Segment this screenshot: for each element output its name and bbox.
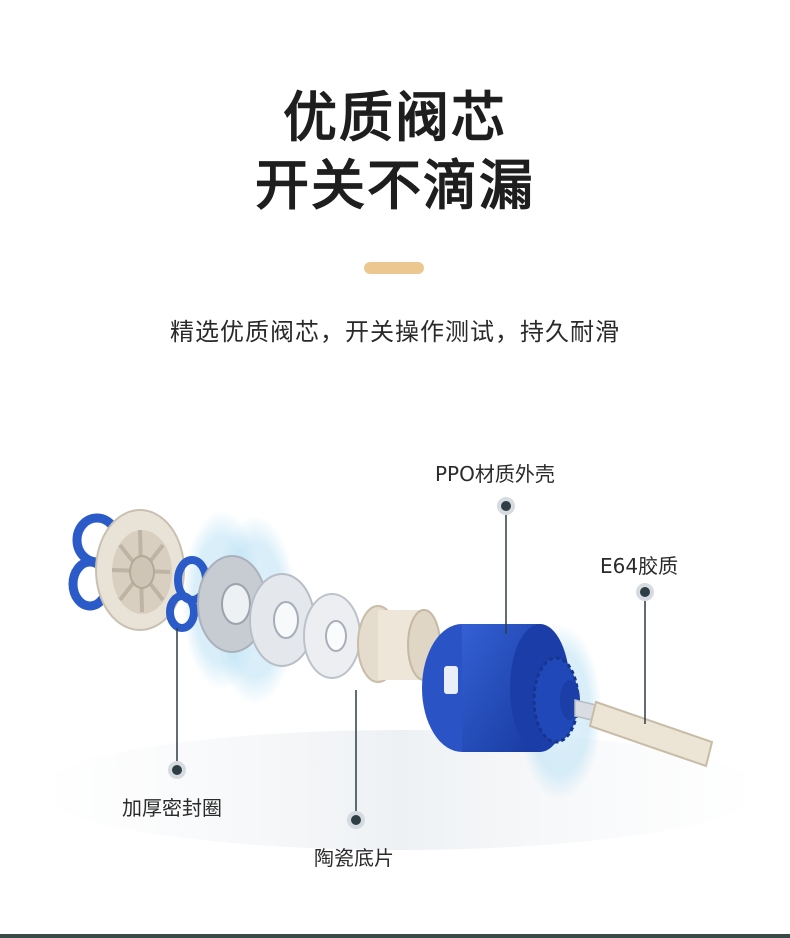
callout-ppo-housing: PPO材质外壳 — [435, 462, 555, 486]
pointer-e64-dot — [636, 583, 654, 601]
callout-seal-ring: 加厚密封圈 — [122, 796, 222, 820]
ceramic-plate-2 — [249, 573, 315, 667]
pointer-seal-dot — [168, 761, 186, 779]
ceramic-plate-1 — [197, 555, 267, 653]
ceramic-plate-3 — [303, 593, 361, 679]
pointer-ppo-dot — [497, 497, 515, 515]
subtitle: 精选优质阀芯，开关操作测试，持久耐滑 — [170, 318, 620, 346]
callout-e64-stem: E64胶质 — [600, 554, 679, 578]
pointer-ceramic-dot — [347, 811, 365, 829]
ppo-housing — [422, 624, 580, 752]
e64-stem — [574, 699, 714, 768]
callout-ceramic-plate: 陶瓷底片 — [314, 846, 394, 870]
ceramic-base-disc — [95, 509, 185, 631]
footer-divider — [0, 934, 790, 938]
headline-line-2: 开关不滴漏 — [255, 154, 535, 217]
headline-line-1: 优质阀芯 — [283, 86, 507, 149]
inner-sleeve — [357, 605, 441, 683]
pointer-dots — [168, 497, 654, 829]
accent-divider — [364, 262, 424, 274]
